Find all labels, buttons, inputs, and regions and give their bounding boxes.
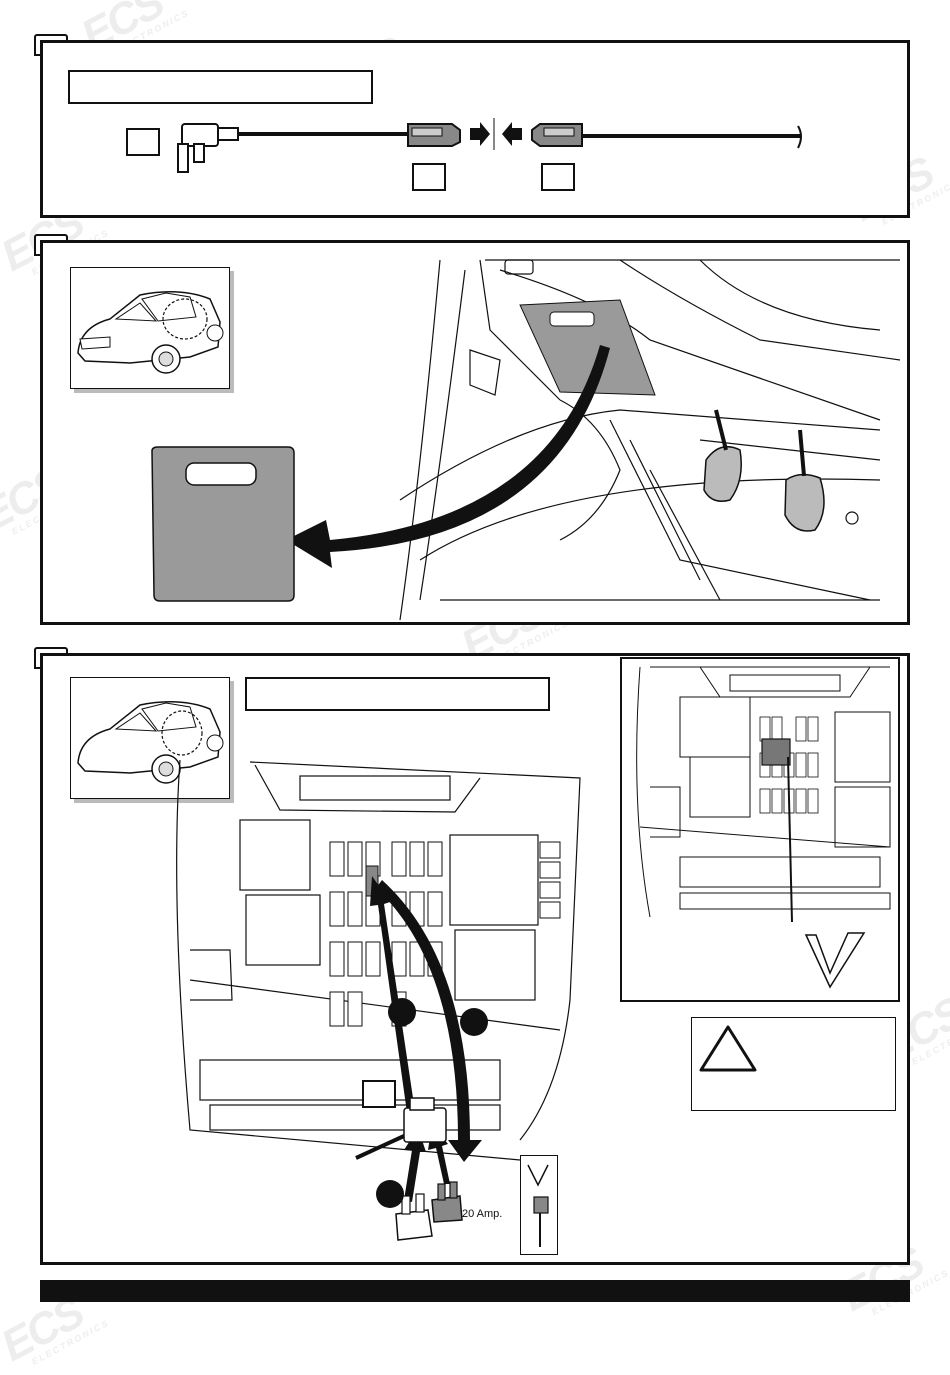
footwell-illustration	[286, 259, 901, 621]
installed-fuse-tap	[761, 738, 791, 766]
connector-mid-box	[412, 163, 446, 191]
connector-right-box	[541, 163, 575, 191]
marker-2-icon	[460, 1008, 488, 1036]
fuse-tap-icon	[177, 123, 239, 173]
connector-left-box	[126, 128, 160, 156]
removed-fuse-cover	[151, 446, 295, 602]
marker-1-icon	[388, 998, 416, 1026]
insert-arrow-icon	[370, 876, 416, 1120]
fuse-20-amp-icon	[431, 1181, 463, 1223]
pedal-icon	[703, 409, 825, 532]
car-front-icon	[77, 701, 224, 784]
fuse-box-detail-illustration	[636, 666, 891, 989]
step-1-wiring-diagram	[177, 118, 802, 173]
removal-arrow-icon	[286, 345, 610, 568]
fuse-rating-label: 20 Amp.	[462, 1208, 503, 1220]
female-connector-icon	[531, 123, 583, 147]
fuse-tap-icon	[355, 1097, 447, 1160]
push-arrow-right-icon	[470, 122, 490, 146]
car-front-icon	[77, 291, 224, 374]
fuse-box-illustration	[176, 759, 581, 1241]
fuse-slots	[329, 841, 561, 1027]
push-arrow-left-icon	[502, 122, 522, 146]
step-3-title-box	[245, 677, 550, 711]
check-mark-icon	[527, 1164, 549, 1187]
footer-bar	[40, 1280, 910, 1302]
fuse-tap-box	[362, 1080, 396, 1108]
check-mark-icon	[804, 932, 866, 989]
step-1-title-box	[68, 70, 373, 104]
correct-orientation-illustration	[527, 1164, 549, 1247]
fuse-in-arrow-icon	[404, 1128, 426, 1202]
fuse-icon	[395, 1193, 433, 1241]
warning-triangle-icon	[699, 1025, 757, 1072]
marker-3-icon	[376, 1180, 404, 1208]
male-connector-icon	[407, 123, 461, 147]
